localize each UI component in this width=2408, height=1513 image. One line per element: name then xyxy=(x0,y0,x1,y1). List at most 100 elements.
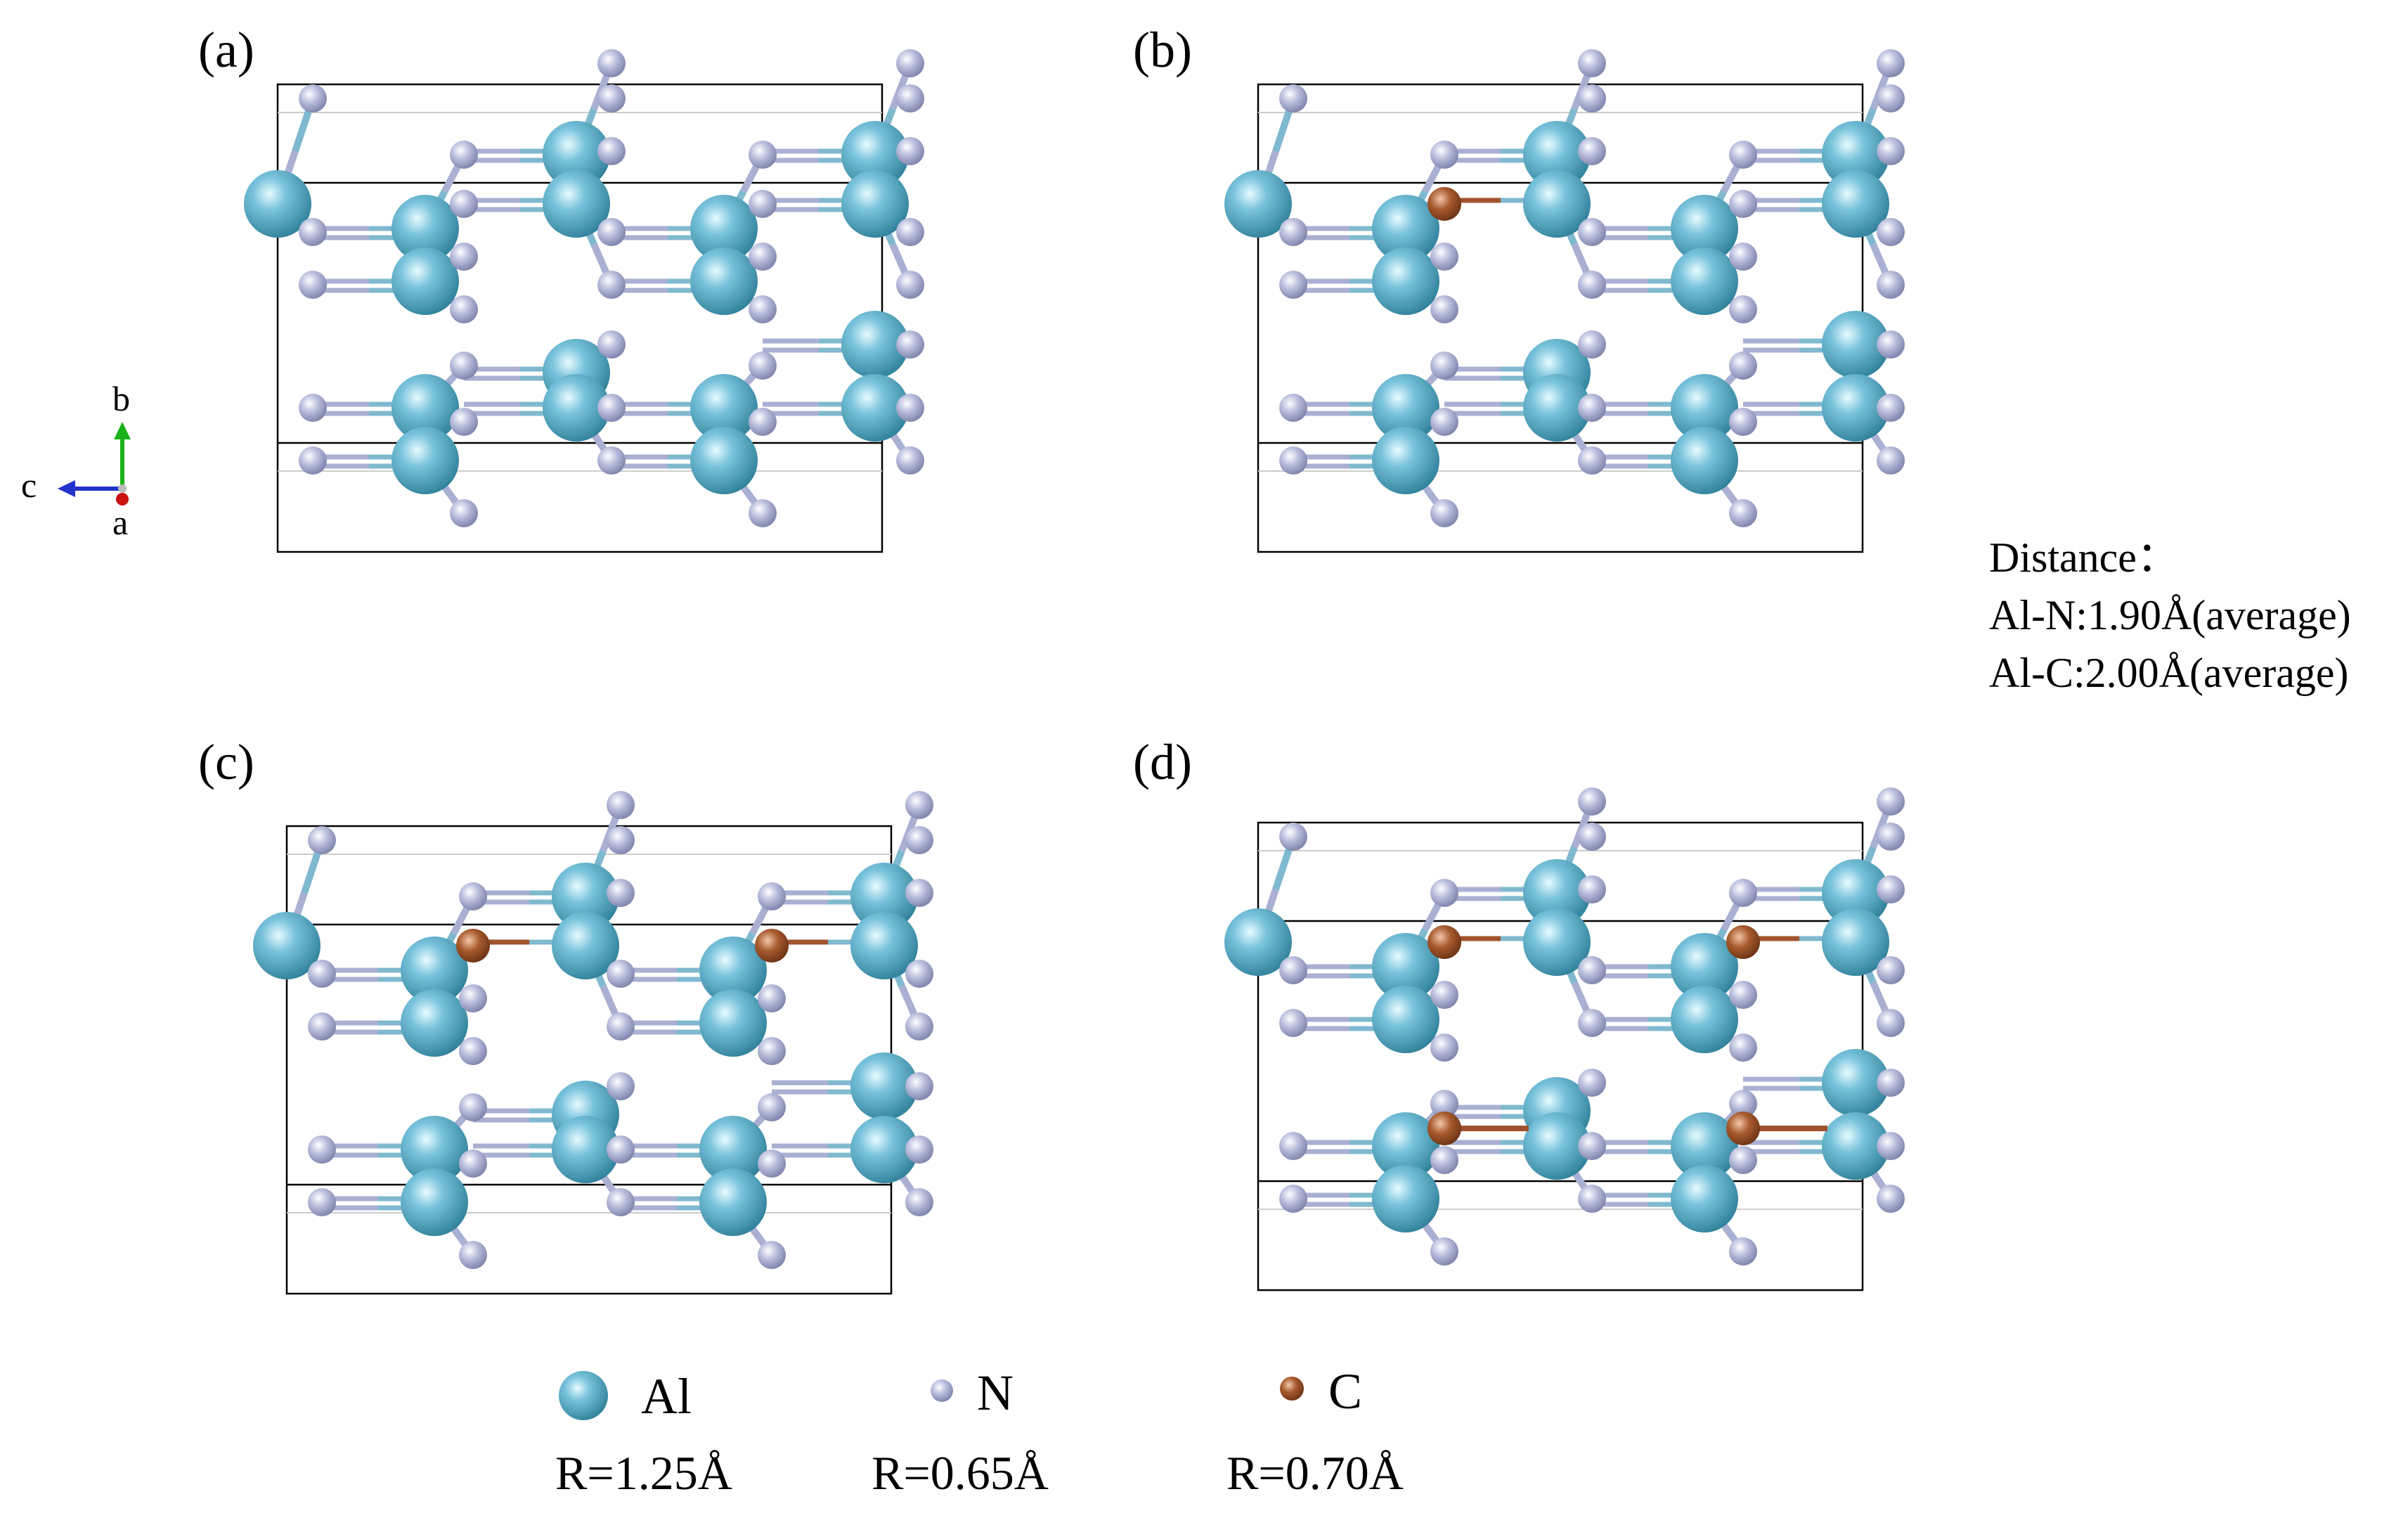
n-atom xyxy=(1729,1090,1757,1118)
n-atom xyxy=(299,446,327,475)
n-atom xyxy=(758,1093,786,1121)
n-atom xyxy=(758,882,786,910)
n-atom xyxy=(1279,1185,1307,1213)
c-axis-arrow-icon xyxy=(58,480,75,497)
c-atom xyxy=(1428,187,1461,221)
n-atom xyxy=(905,791,933,819)
n-atom xyxy=(896,446,924,475)
axis-label-c: c xyxy=(21,465,37,505)
n-atom xyxy=(1877,1069,1905,1097)
n-atom xyxy=(1877,330,1905,359)
al-atom xyxy=(1523,908,1591,976)
legend-al-symbol: Al xyxy=(641,1368,692,1424)
c-atom xyxy=(456,929,490,962)
n-atom xyxy=(1578,49,1606,77)
al-atom xyxy=(1822,859,1889,927)
al-atom xyxy=(1671,247,1738,315)
n-atom xyxy=(896,84,924,112)
al-atom xyxy=(841,374,909,442)
al-atom xyxy=(699,1168,767,1236)
al-atom xyxy=(1671,374,1738,442)
n-atom xyxy=(1578,1185,1606,1213)
n-atom xyxy=(749,295,777,323)
n-atom xyxy=(1430,141,1458,169)
al-atom xyxy=(1224,908,1292,976)
n-atom xyxy=(1578,787,1606,816)
n-atom xyxy=(459,1241,487,1269)
legend-n-atom-icon xyxy=(931,1379,953,1402)
al-atom xyxy=(543,374,610,442)
legend-al-atom-icon xyxy=(559,1371,608,1420)
al-atom xyxy=(543,121,610,188)
al-atom xyxy=(1372,247,1439,315)
n-atom xyxy=(1578,330,1606,359)
distance-note: Distance： Al-N:1.90Å(average) Al-C:2.00Å… xyxy=(1989,529,2351,702)
al-atom xyxy=(1372,933,1439,1000)
legend-n-radius: R=0.65Å xyxy=(872,1446,1049,1500)
n-atom xyxy=(1578,875,1606,903)
n-atom xyxy=(749,352,777,380)
n-atom xyxy=(607,791,635,819)
n-atom xyxy=(896,137,924,165)
n-atom xyxy=(1877,956,1905,984)
n-atom xyxy=(450,499,478,527)
al-atom xyxy=(699,989,767,1057)
n-atom xyxy=(1877,394,1905,422)
al-atom xyxy=(391,427,459,494)
al-atom xyxy=(690,374,758,442)
n-atom xyxy=(1279,271,1307,299)
axis-triad: b c a xyxy=(21,379,131,542)
al-atom xyxy=(1523,374,1591,442)
panel-label-d: (d) xyxy=(1133,734,1192,790)
al-atom xyxy=(1372,1165,1439,1232)
al-atom xyxy=(552,863,619,930)
al-atom xyxy=(1671,1112,1738,1180)
n-atom xyxy=(905,1188,933,1216)
n-atom xyxy=(597,49,626,77)
a-axis-dot-icon xyxy=(116,493,129,506)
n-atom xyxy=(450,243,478,271)
al-atom xyxy=(841,121,909,188)
al-atom xyxy=(1671,986,1738,1053)
n-atom xyxy=(758,1241,786,1269)
n-atom xyxy=(1578,271,1606,299)
n-atom xyxy=(1430,295,1458,323)
n-atom xyxy=(597,446,626,475)
n-atom xyxy=(758,1150,786,1178)
n-atom xyxy=(1877,823,1905,851)
distance-al-n: Al-N:1.90Å(average) xyxy=(1989,592,2351,638)
al-atom xyxy=(1822,1112,1889,1180)
n-atom xyxy=(299,271,327,299)
c-atom xyxy=(1428,1112,1461,1145)
n-atom xyxy=(1877,84,1905,112)
n-atom xyxy=(905,960,933,988)
n-atom xyxy=(749,141,777,169)
n-atom xyxy=(1578,84,1606,112)
panel-label-c: (c) xyxy=(198,734,254,790)
al-atom xyxy=(850,1116,918,1183)
al-atom xyxy=(1224,170,1292,238)
legend-c-radius: R=0.70Å xyxy=(1226,1446,1404,1500)
n-atom xyxy=(1430,879,1458,907)
n-atom xyxy=(607,960,635,988)
n-atom xyxy=(1729,1034,1757,1062)
al-atom xyxy=(690,427,758,494)
al-atom xyxy=(391,374,459,442)
n-atom xyxy=(749,408,777,436)
al-atom xyxy=(850,912,918,979)
al-atom xyxy=(1822,908,1889,976)
n-atom xyxy=(1877,1185,1905,1213)
n-atom xyxy=(1430,499,1458,527)
al-atom xyxy=(1372,374,1439,442)
n-atom xyxy=(1729,1237,1757,1266)
n-atom xyxy=(597,137,626,165)
legend-al-radius: R=1.25Å xyxy=(555,1446,732,1500)
al-atom xyxy=(690,195,758,262)
n-atom xyxy=(1430,1090,1458,1118)
c-atom xyxy=(1428,925,1461,959)
legend-c-atom-icon xyxy=(1280,1377,1304,1401)
n-atom xyxy=(450,190,478,218)
n-atom xyxy=(597,84,626,112)
al-atom xyxy=(1671,1165,1738,1232)
n-atom xyxy=(450,295,478,323)
